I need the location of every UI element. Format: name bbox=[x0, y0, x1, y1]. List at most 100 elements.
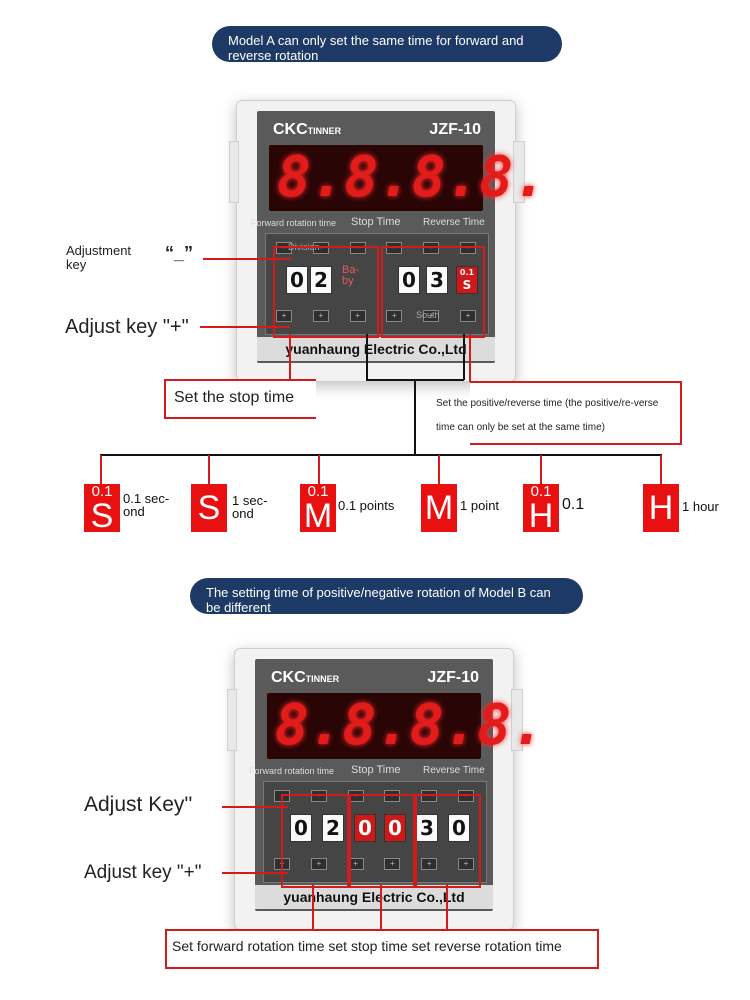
model-label: JZF-10 bbox=[429, 121, 481, 138]
device-footer: yuanhaung Electric Co.,Ltd bbox=[255, 885, 493, 909]
adjustment-key-label: Adjustment key bbox=[66, 243, 132, 272]
unit-bracket-line bbox=[366, 334, 368, 380]
timer-face: CKCTINNER JZF-10 8. 8. 8. 8. Forward rot… bbox=[249, 659, 545, 911]
time-wheel[interactable]: 3 bbox=[416, 814, 438, 842]
bottom-callout-text: Set forward rotation time set stop time … bbox=[172, 938, 562, 954]
plus-pointer-line bbox=[222, 872, 288, 874]
reverse-time-label: Reverse Time bbox=[423, 765, 485, 776]
brand-label: CKCTINNER bbox=[271, 669, 340, 686]
banner-model-a: Model A can only set the same time for f… bbox=[212, 26, 562, 63]
time-wheel[interactable]: 2 bbox=[310, 266, 332, 294]
stop-time-label: Stop Time bbox=[351, 216, 401, 228]
posrev-callout-line bbox=[469, 334, 471, 382]
unit-label: 1 sec-ond bbox=[232, 493, 268, 521]
plus-key[interactable]: + bbox=[276, 310, 292, 322]
plus-key[interactable]: + bbox=[349, 310, 366, 322]
unit-tile: H bbox=[643, 484, 679, 532]
display-labels: Forward rotation time Stop Time Reverse … bbox=[249, 763, 493, 779]
stop-time-highlight bbox=[273, 246, 379, 338]
led-digit: 8. bbox=[409, 693, 478, 758]
by-label: Ba- by bbox=[342, 264, 360, 287]
banner-model-a-text: Model A can only set the same time for f… bbox=[228, 33, 524, 63]
plus-pointer-line bbox=[200, 326, 290, 328]
minus-pointer-line bbox=[203, 258, 291, 260]
stop-callout-line bbox=[289, 334, 291, 380]
unit-drop-line bbox=[438, 455, 440, 485]
banner-model-b-text: The setting time of positive/negative ro… bbox=[206, 585, 551, 615]
unit-tile: S bbox=[191, 484, 227, 532]
stop-time-callout bbox=[164, 379, 316, 419]
time-wheel[interactable]: 0 bbox=[286, 266, 308, 294]
bottom-callout bbox=[165, 929, 599, 969]
posrev-callout-text: Set the positive/reverse time (the posit… bbox=[436, 398, 659, 433]
led-digit: 8. bbox=[344, 145, 412, 210]
stop-time-label: Stop Time bbox=[351, 764, 401, 776]
stop-time-highlight bbox=[349, 794, 415, 888]
time-wheel[interactable]: 0 bbox=[290, 814, 312, 842]
led-display: 8. 8. 8. 8. bbox=[269, 145, 547, 211]
time-wheel[interactable]: 3 bbox=[426, 266, 448, 294]
plus-key[interactable]: + bbox=[421, 858, 438, 870]
banner-model-b: The setting time of positive/negative ro… bbox=[190, 578, 583, 615]
unit-label: 0.1 sec-ond bbox=[123, 491, 170, 519]
led-digit: 8. bbox=[277, 145, 345, 210]
led-digit: 8. bbox=[342, 693, 410, 758]
callout-line bbox=[312, 884, 314, 930]
unit-drop-line bbox=[660, 455, 662, 485]
adjust-plus-label: Adjust key "+" bbox=[65, 316, 189, 338]
unit-label: 0.1 points bbox=[338, 498, 395, 513]
unit-drop-line bbox=[100, 455, 102, 485]
display-labels: Forward rotation time Stop Time Reverse … bbox=[251, 215, 495, 231]
forward-time-highlight bbox=[281, 794, 349, 888]
unit-bracket-line bbox=[414, 380, 416, 456]
plus-key[interactable]: + bbox=[459, 310, 476, 322]
unit-drop-line bbox=[208, 455, 210, 485]
minus-symbol-label: “_” bbox=[165, 243, 194, 263]
minus-pointer-line bbox=[222, 806, 288, 808]
unit-drop-line bbox=[318, 455, 320, 485]
brand-label: CKCTINNER bbox=[273, 121, 342, 138]
led-digit: 8. bbox=[479, 145, 547, 210]
device-footer: yuanhaung Electric Co.,Ltd bbox=[257, 337, 495, 361]
led-digit: 8. bbox=[477, 693, 545, 758]
unit-label: 1 point bbox=[460, 498, 500, 513]
plus-key[interactable]: + bbox=[386, 310, 403, 322]
unit-label: 1 hour bbox=[682, 499, 719, 514]
unit-bracket-line bbox=[463, 334, 465, 380]
time-wheel[interactable]: 0 bbox=[354, 814, 376, 842]
model-label: JZF-10 bbox=[427, 669, 479, 686]
forward-time-label: Forward rotation time bbox=[251, 218, 337, 228]
plus-key-row: + + + + + + bbox=[276, 310, 476, 322]
stop-time-callout-text: Set the stop time bbox=[174, 389, 295, 406]
device-side-tab bbox=[513, 141, 525, 203]
timer-device-b: CKCTINNER JZF-10 8. 8. 8. 8. Forward rot… bbox=[227, 648, 545, 930]
callout-line bbox=[446, 884, 448, 930]
plus-key[interactable]: + bbox=[457, 858, 474, 870]
unit-bracket-line bbox=[100, 454, 662, 456]
posrev-time-highlight bbox=[381, 246, 485, 338]
plus-key[interactable]: + bbox=[312, 310, 329, 322]
plus-key[interactable]: + bbox=[310, 858, 327, 870]
time-wheel[interactable]: 0 bbox=[448, 814, 470, 842]
plus-key[interactable]: + bbox=[384, 858, 401, 870]
unit-tile: M bbox=[421, 484, 457, 532]
adjust-minus-label: Adjust Key'' bbox=[84, 793, 193, 816]
posrev-time-callout bbox=[470, 381, 682, 445]
forward-time-label: Forward rotation time bbox=[249, 766, 335, 776]
time-wheel[interactable]: 2 bbox=[322, 814, 344, 842]
unit-drop-line bbox=[540, 455, 542, 485]
led-digit: 8. bbox=[411, 145, 480, 210]
led-display: 8. 8. 8. 8. bbox=[267, 693, 545, 759]
plus-key[interactable]: + bbox=[423, 310, 440, 322]
south-label: South bbox=[416, 310, 440, 320]
adjust-plus-label: Adjust key "+" bbox=[84, 862, 202, 883]
reverse-time-label: Reverse Time bbox=[423, 217, 485, 228]
time-wheel[interactable]: 0 bbox=[398, 266, 420, 294]
timer-device-a: CKCTINNER JZF-10 8. 8. 8. 8. Forward rot… bbox=[229, 100, 547, 382]
time-wheel[interactable]: 0 bbox=[384, 814, 406, 842]
setting-panel: ------ 0 2 0 0 3 0 ++++++ bbox=[263, 781, 487, 883]
